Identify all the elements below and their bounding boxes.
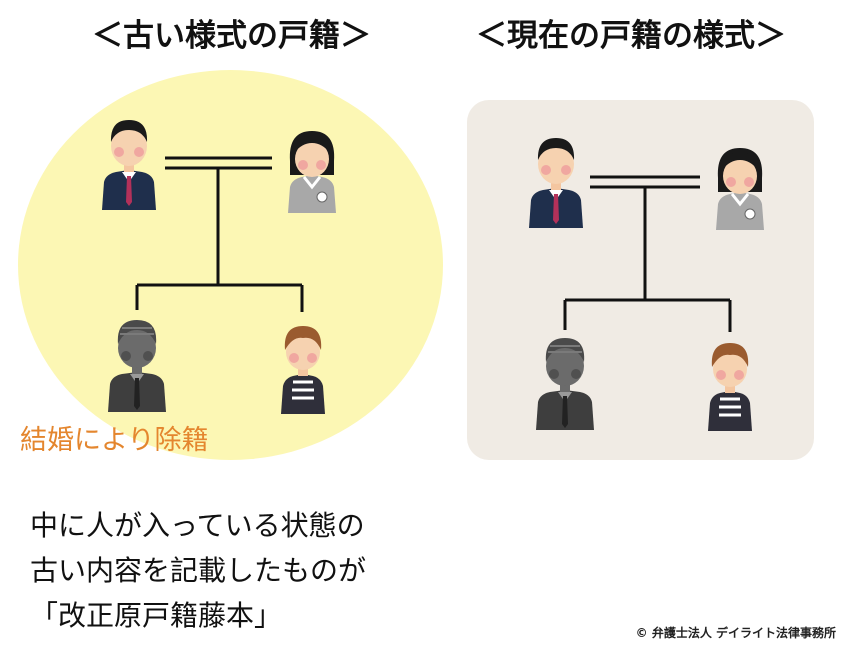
copyright-notice: © 弁護士法人 デイライト法律事務所 [635,626,836,640]
woman-icon [716,148,764,230]
old-koseki-title: ＜古い様式の戸籍＞ [92,18,371,54]
new-koseki-title: ＜現在の戸籍の様式＞ [476,18,786,54]
caption-line-1: 中に人が入っている状態の [30,509,365,542]
grayed-man-icon [108,320,166,412]
boy-icon [708,343,752,431]
man-in-suit-icon [102,120,156,210]
grayed-man-icon [536,338,594,430]
man-in-suit-icon [529,138,583,228]
caption-line-3: 「改正原戸籍藤本」 [30,599,283,632]
caption-line-2: 古い内容を記載したものが [30,554,367,587]
woman-icon [288,131,336,213]
boy-icon [281,326,325,414]
old-koseki-background [18,70,443,460]
removal-by-marriage-label: 結婚により除籍 [20,425,209,456]
